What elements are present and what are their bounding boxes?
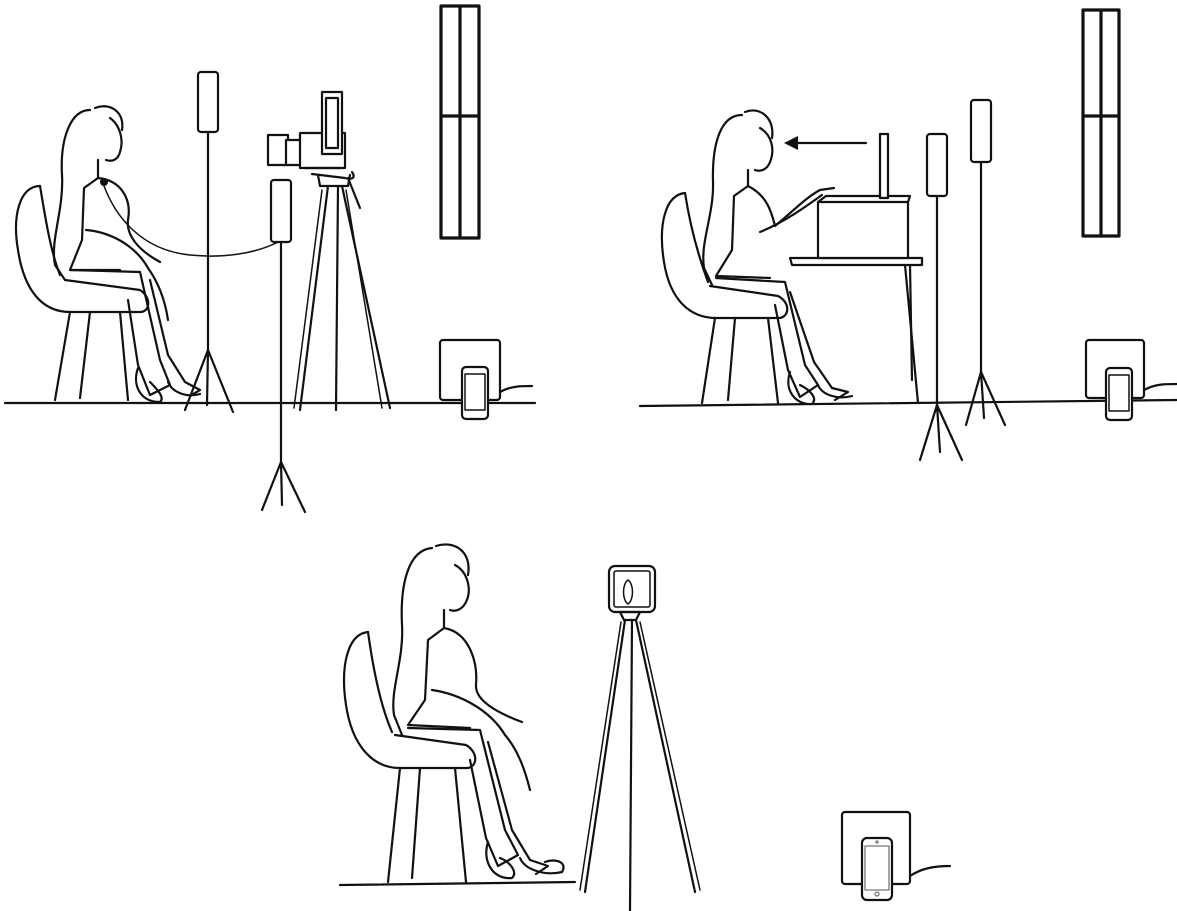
- light-stand-1: [185, 72, 233, 412]
- light-stand-2: [262, 180, 305, 512]
- lav-mic: [100, 178, 108, 186]
- phone-tripod: [580, 566, 700, 911]
- light-stand-1: [920, 134, 962, 460]
- chair: [344, 632, 475, 882]
- seated-person: [393, 544, 563, 878]
- chair: [662, 193, 787, 403]
- panel-laptop-setup: [640, 10, 1177, 460]
- tall-panel: [441, 6, 479, 238]
- direction-arrow: [784, 136, 866, 150]
- charger-with-phone: [1086, 340, 1177, 420]
- panel-camera-setup: [5, 6, 535, 512]
- tall-panel: [1083, 10, 1119, 236]
- charger-with-phone: [440, 340, 532, 419]
- floor-line: [640, 400, 1177, 406]
- video-camera-tripod: [268, 92, 390, 410]
- floor-line: [340, 882, 575, 885]
- panel-phone-setup: [340, 544, 950, 911]
- light-stand-2: [966, 100, 1005, 425]
- desk-with-laptop: [790, 134, 922, 403]
- charger-with-phone: [842, 812, 950, 900]
- seated-person: [54, 106, 282, 402]
